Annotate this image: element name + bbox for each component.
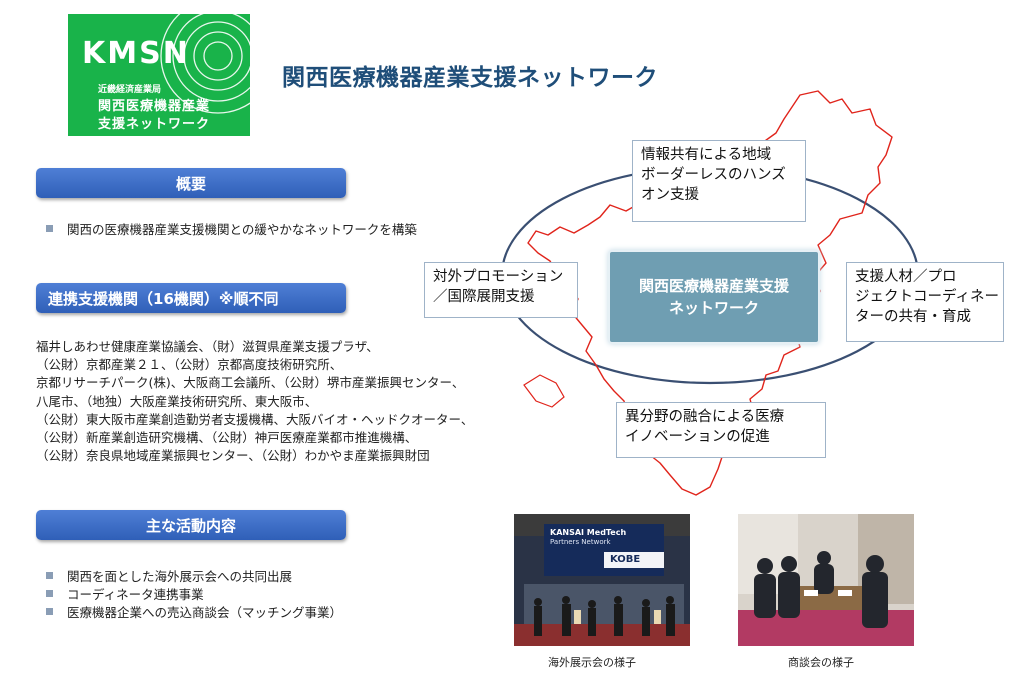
logo-name-line2: 支援ネットワーク: [98, 117, 211, 132]
overview-bullet: 関西の医療機器産業支援機関との緩やかなネットワークを構築: [46, 219, 417, 238]
partners-line: （公財）東大阪市産業創造勤労者支援機構、大阪バイオ・ヘッドクオーター、: [36, 411, 474, 427]
page-title: 関西医療機器産業支援ネットワーク: [282, 65, 658, 91]
overview-bullet-text: 関西の医療機器産業支援機関との緩やかなネットワークを構築: [67, 222, 417, 237]
overview-heading: 概要: [36, 168, 346, 198]
partners-line: （公財）奈良県地域産業振興センター、（公財）わかやま産業振興財団: [36, 448, 430, 464]
activity-item: コーディネータ連携事業: [46, 584, 342, 602]
activities-list: 関西を面とした海外展示会への共同出展 コーディネータ連携事業 医療機器企業への売…: [46, 566, 342, 620]
bullet-square-icon: [46, 607, 53, 615]
callout-promotion: 対外プロモーション ／国際展開支援: [424, 262, 578, 318]
partners-line: 八尾市、（地独）大阪産業技術研究所、東大阪市、: [36, 393, 318, 409]
activity-item-text: 医療機器企業への売込商談会（マッチング事業）: [67, 604, 343, 620]
expo-photo-caption: 海外展示会の様子: [548, 656, 636, 669]
meeting-photo-illustration: [738, 514, 914, 646]
logo-name-line1: 関西医療機器産業: [98, 99, 211, 114]
logo-wordmark: KMSN: [82, 36, 190, 71]
expo-sign-line2: Partners Network: [550, 538, 611, 546]
expo-photo: KANSAI MedTech Partners Network KOBE: [514, 514, 690, 646]
callout-human-resources: 支援人材／プロ ジェクトコーディネー ターの共有・育成: [846, 262, 1004, 342]
logo-rings-graphic: [160, 14, 250, 114]
center-node-line2: ネットワーク: [668, 299, 759, 317]
network-center-node: 関西医療機器産業支援 ネットワーク: [608, 250, 820, 344]
callout-innovation: 異分野の融合による医療 イノベーションの促進: [616, 402, 826, 458]
meeting-photo: [738, 514, 914, 646]
expo-photo-illustration: [514, 514, 690, 646]
activities-heading: 主な活動内容: [36, 510, 346, 540]
partners-line: 京都リサーチパーク(株)、大阪商工会議所、（公財）堺市産業振興センター、: [36, 375, 465, 391]
bullet-square-icon: [46, 225, 53, 232]
activity-item-text: 関西を面とした海外展示会への共同出展: [67, 568, 293, 584]
partners-list: 福井しあわせ健康産業協議会、（財）滋賀県産業支援プラザ、 （公財）京都産業２１、…: [36, 338, 473, 465]
expo-sign-kobe: KOBE: [610, 554, 641, 565]
meeting-photo-caption: 商談会の様子: [788, 656, 854, 669]
center-node-line1: 関西医療機器産業支援: [638, 277, 789, 295]
bullet-square-icon: [46, 589, 53, 597]
partners-heading: 連携支援機関（16機関）※順不同: [36, 283, 346, 313]
activity-item: 医療機器企業への売込商談会（マッチング事業）: [46, 602, 342, 620]
bullet-square-icon: [46, 571, 53, 579]
expo-sign-line1: KANSAI MedTech: [550, 528, 627, 537]
callout-info-sharing: 情報共有による地域 ボーダーレスのハンズ オン支援: [632, 140, 806, 222]
partners-line: （公財）京都産業２１、（公財）京都高度技術研究所、: [36, 357, 343, 373]
activity-item: 関西を面とした海外展示会への共同出展: [46, 566, 342, 584]
partners-line: 福井しあわせ健康産業協議会、（財）滋賀県産業支援プラザ、: [36, 339, 379, 354]
activity-item-text: コーディネータ連携事業: [67, 586, 204, 602]
kmsn-logo: KMSN 近畿経済産業局 関西医療機器産業 支援ネットワーク: [68, 14, 250, 136]
partners-line: （公財）新産業創造研究機構、（公財）神戸医療産業都市推進機構、: [36, 430, 418, 446]
logo-org-line: 近畿経済産業局: [98, 85, 162, 95]
